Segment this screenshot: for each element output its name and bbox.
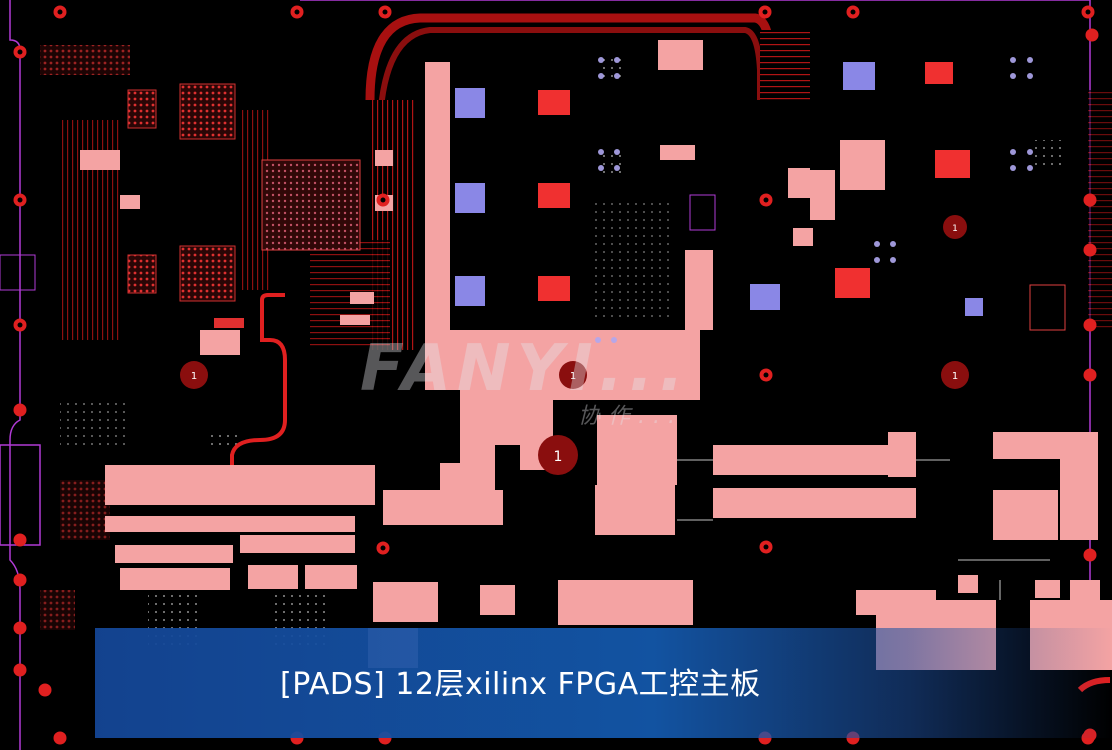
fiducial-3-label: 1	[952, 371, 958, 382]
fiducial-markers: 1 1 1 1 1	[180, 215, 969, 475]
fiducial-5	[538, 435, 578, 475]
fiducial-5-label: 1	[554, 449, 563, 465]
fiducial-4	[943, 215, 967, 239]
fiducial-2-label: 1	[570, 371, 576, 382]
fiducial-1	[180, 361, 208, 389]
title-banner	[95, 628, 1112, 738]
ddr-bga-3	[127, 89, 157, 129]
fiducial-3	[941, 361, 969, 389]
right-components	[685, 62, 1112, 331]
watermark-brand: FANYI...	[360, 332, 690, 406]
fpga-bga	[261, 159, 361, 251]
ddr-bga-1	[179, 83, 236, 140]
copper-pour-main	[425, 62, 700, 470]
ddr-bga-2	[179, 245, 236, 302]
left-components	[0, 45, 393, 630]
fiducial-2	[559, 361, 587, 389]
fiducial-1-label: 1	[191, 371, 197, 382]
power-trace	[230, 293, 287, 475]
fiducial-4-label: 1	[952, 224, 958, 234]
banner-title: [PADS] 12层xilinx FPGA工控主板	[280, 667, 761, 702]
trace-bus-top	[365, 13, 810, 350]
ddr-bga-4	[127, 254, 157, 294]
mounting-holes	[13, 5, 1099, 745]
watermark-sub: 协作...	[578, 404, 683, 429]
